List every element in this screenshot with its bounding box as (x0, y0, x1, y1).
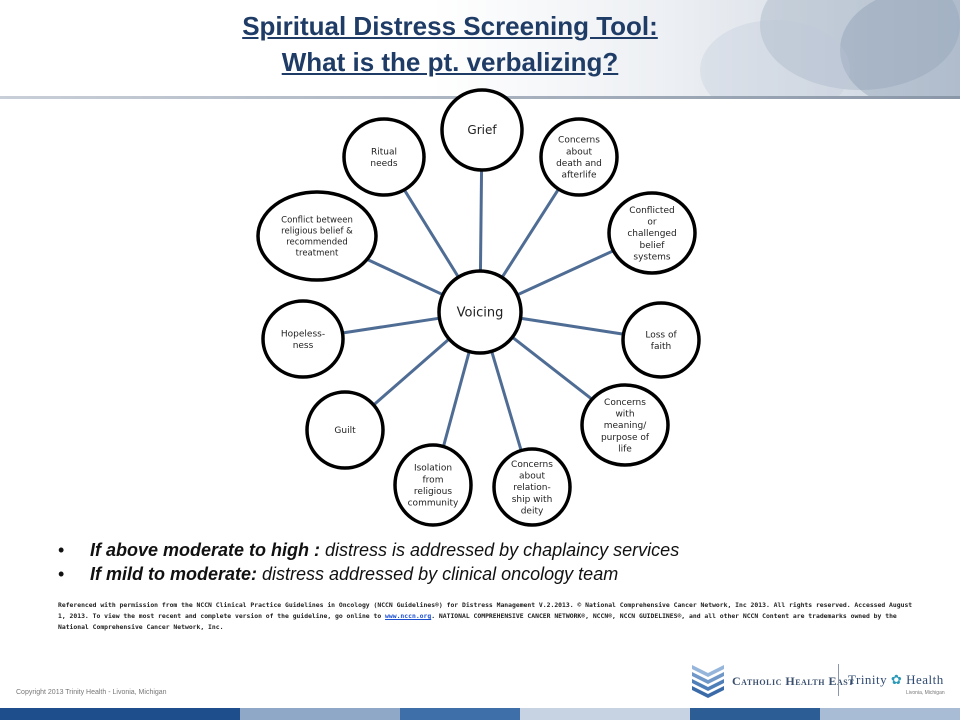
connector-concerns-meaning (511, 336, 594, 401)
connector-conflict-treatment (363, 256, 444, 297)
footer-segment (820, 708, 960, 720)
trinity-health-logo-text: Trinity ✿ Health (848, 672, 944, 688)
bullet-item: If above moderate to high : distress is … (58, 538, 938, 562)
bullet-list: If above moderate to high : distress is … (58, 538, 938, 586)
footer-segment (0, 708, 240, 720)
bullet-text: distress is addressed by chaplaincy serv… (320, 540, 680, 560)
logo-subtitle: Livonia, Michigan (906, 690, 945, 696)
node-hopelessness: Hopeless-ness (261, 299, 345, 379)
che-logo-icon (692, 665, 724, 698)
footer-segment (690, 708, 820, 720)
connector-isolation (441, 351, 471, 448)
che-logo-text: Catholic Health East (732, 674, 855, 688)
connector-concerns-death (500, 188, 560, 279)
footer-segment (520, 708, 690, 720)
node-guilt-label: Guilt (334, 426, 356, 436)
reference-note: Referenced with permission from the NCCN… (58, 600, 918, 633)
connector-concerns-deity (490, 350, 523, 452)
connector-grief (478, 169, 484, 272)
node-hopelessness-circle (261, 299, 345, 379)
node-guilt-circle (305, 390, 385, 470)
connector-conflicted-belief (516, 248, 615, 297)
center-node-voicing: Voicing (437, 269, 523, 355)
node-hopelessness-label: Hopeless-ness (281, 329, 325, 351)
header-decoration (700, 20, 850, 96)
connector-hopelessness (341, 316, 440, 335)
title-line-1: Spiritual Distress Screening Tool: (242, 11, 658, 41)
node-grief-circle (440, 88, 524, 172)
node-guilt: Guilt (305, 390, 385, 470)
node-isolation-circle (393, 443, 473, 527)
footer-segment (240, 708, 400, 720)
bullet-lead: If mild to moderate: (90, 564, 258, 584)
bullet-lead: If above moderate to high : (90, 540, 321, 560)
node-ritual-needs-circle (342, 117, 426, 197)
node-concerns-deity-circle (492, 447, 572, 527)
page-title: Spiritual Distress Screening Tool: What … (60, 8, 840, 80)
center-node-voicing-circle (437, 269, 523, 355)
header-banner: Spiritual Distress Screening Tool: What … (0, 0, 960, 96)
health-word: Health (906, 672, 944, 687)
node-conflicted-belief-circle (607, 191, 697, 275)
node-concerns-meaning-circle (580, 383, 670, 467)
connector-loss-of-faith (520, 316, 625, 336)
title-line-2: What is the pt. verbalizing? (281, 47, 619, 77)
reference-text-end: . NATIONAL COMPREHENSIVE CANCER NETWORK®… (58, 612, 897, 631)
copyright-text: Copyright 2013 Trinity Health - Livonia,… (16, 689, 167, 696)
footer-color-bar (0, 708, 960, 720)
connector-ritual-needs (403, 189, 460, 278)
logo-divider (838, 664, 839, 696)
center-node-voicing-label: Voicing (457, 306, 504, 321)
bullet-text: distress addressed by clinical oncology … (257, 564, 619, 584)
header-decoration (840, 0, 960, 96)
nccn-link[interactable]: www.nccn.org (385, 612, 432, 620)
node-loss-of-faith-circle (621, 301, 701, 379)
node-grief: Grief (440, 88, 524, 172)
bullet-item: If mild to moderate: distress addressed … (58, 562, 938, 586)
organization-logo: Catholic Health East Trinity ✿ Health Li… (688, 660, 950, 702)
trinity-emblem-icon: ✿ (890, 672, 903, 687)
footer-segment (400, 708, 520, 720)
connector-guilt (372, 337, 451, 407)
node-conflict-treatment-circle (256, 190, 378, 282)
node-grief-label: Grief (467, 123, 497, 137)
trinity-word: Trinity (848, 672, 888, 687)
node-concerns-death-circle (539, 117, 619, 197)
reference-text: Referenced with permission from the NCCN… (58, 601, 913, 620)
